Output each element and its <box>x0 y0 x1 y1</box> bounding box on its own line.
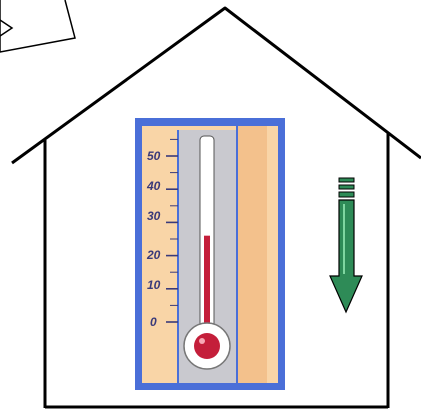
arrow-body <box>329 199 363 314</box>
house-roof <box>11 6 421 165</box>
scale-label-30: 30 <box>147 209 161 223</box>
thermometer: 50 40 30 20 10 0 <box>135 118 285 390</box>
callout-box <box>0 0 76 53</box>
house-outline <box>11 6 421 409</box>
callout-outline <box>0 0 76 53</box>
thermometer-side-band <box>237 126 267 383</box>
thermometer-bulb <box>194 333 220 359</box>
arrow-dash-2 <box>338 184 355 190</box>
arrow-dash-3 <box>338 191 355 198</box>
scale-label-0: 0 <box>150 315 157 329</box>
scale-label-10: 10 <box>147 278 161 292</box>
scale-label-40: 40 <box>146 179 161 193</box>
scale-label-20: 20 <box>146 248 161 262</box>
thermometer-liquid <box>204 235 210 340</box>
arrow-dash-1 <box>338 177 355 183</box>
down-arrow-icon <box>329 177 363 314</box>
callout-pointer <box>0 19 14 37</box>
scale-label-50: 50 <box>147 149 161 163</box>
thermometer-bulb-highlight <box>199 338 205 344</box>
scale-ticks <box>166 138 178 323</box>
